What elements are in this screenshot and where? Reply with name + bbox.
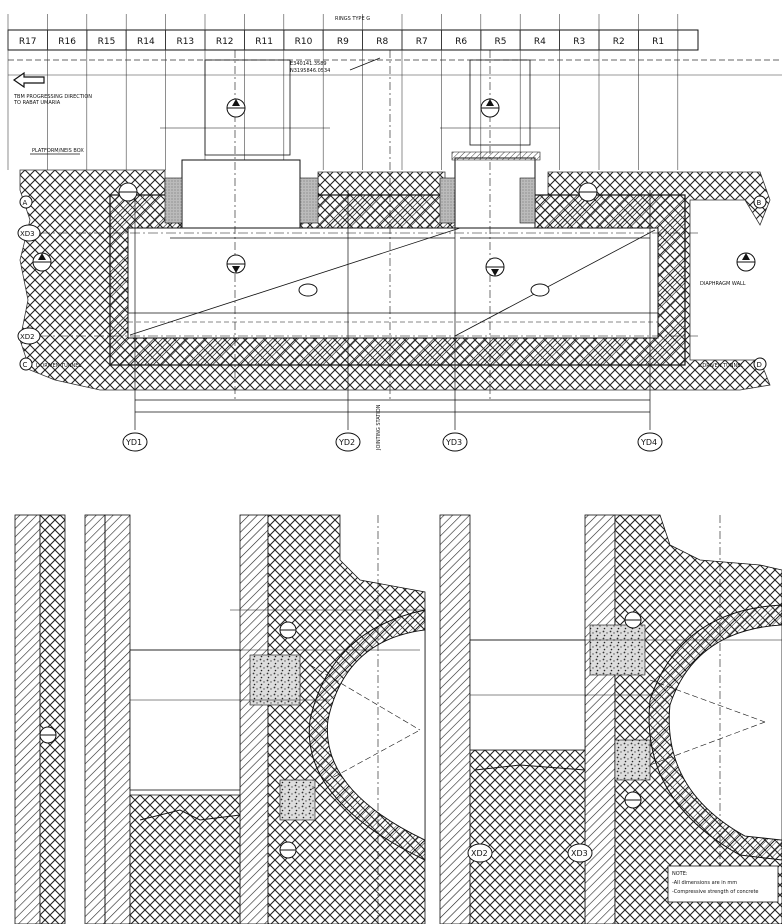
svg-text:XD3: XD3 [20,230,35,238]
ring-label: R10 [295,37,313,47]
detail-views: XD2 XD3 NOTE: -All dimensions are in mm … [14,514,782,924]
svg-text:YD1: YD1 [125,438,142,447]
section-marker-icon [32,252,52,272]
ring-type-label: RINGS TYPE G [335,16,370,22]
ring-header: RINGS TYPE G R17 R16 R15 R14 R13 R12 R11 R10 R9 R… [7,16,699,51]
svg-text:XD3: XD3 [571,849,588,858]
section-marker-icon [480,98,500,118]
grid-bubble-yd3: YD3 [442,432,468,452]
tunnel-tag-left: L.DRIVEN TUNNEL [36,363,81,369]
grid-bubble-b: B [753,195,767,209]
grid-bubble-a: A [19,195,33,209]
ring-label: R14 [137,37,155,47]
tunnel-tag-right: L.DRIVEN TUNNEL [698,363,743,369]
svg-text:A: A [23,199,28,207]
svg-text:C: C [23,361,28,369]
grid-bubble-xd3-detail: XD3 [567,843,593,863]
grid-bubble-xd2: XD2 [17,327,41,345]
ring-label: R9 [337,37,349,47]
note-title: NOTE: [672,871,688,877]
ring-label: R2 [613,37,625,47]
section-marker-icon [226,98,246,118]
platform-tag: PLATFORM/NEIS BOX [32,148,84,154]
grid-bubble-xd2-detail: XD2 [467,843,493,863]
ring-label: R15 [98,37,116,47]
section-marker-icon [736,252,756,272]
plan-view: RINGS TYPE G R17 R16 R15 R14 R13 R12 R11 R10 R9 R… [7,14,782,452]
svg-text:YD3: YD3 [445,438,462,447]
ring-label: R13 [176,37,194,47]
diaphragm-wall-tag: DIAPHRAGM WALL [700,281,746,287]
grid-bubble-yd1: YD1 [122,432,148,452]
svg-text:XD2: XD2 [471,849,488,858]
direction-arrow-icon [12,71,45,89]
ring-label: R7 [416,37,428,47]
svg-text:B: B [757,199,762,207]
grid-bubble-d: D [753,357,767,371]
ring-label: R5 [495,37,507,47]
section-marker-icon [485,257,505,277]
section-marker-icon [118,182,138,202]
ring-label: R8 [376,37,388,47]
ring-label: R11 [255,37,273,47]
svg-text:YD4: YD4 [640,438,657,447]
section-marker-icon [578,182,598,202]
detail-right: XD2 XD3 NOTE: -All dimensions are in mm … [439,514,782,924]
section-marker-icon [226,254,246,274]
svg-text:YD2: YD2 [338,438,355,447]
note-line-2: -Compressive strength of concrete [672,889,759,895]
vertical-note: JOINTING STATION [376,404,382,451]
ring-label: R12 [216,37,234,47]
note-line-1: -All dimensions are in mm [672,880,737,886]
ring-label: R4 [534,37,546,47]
svg-text:D: D [757,361,762,369]
section-marker-icon [39,726,57,744]
ring-label: R1 [652,37,664,47]
grid-bubble-yd4: YD4 [637,432,663,452]
ring-label: R16 [58,37,76,47]
ring-label: R17 [19,37,37,47]
svg-text:XD2: XD2 [20,333,35,341]
grid-bubble-xd3: XD3 [17,224,41,242]
grid-bubble-c: C [19,357,33,371]
coordinate-east: E340141.3589 [290,61,327,67]
ring-label: R3 [573,37,585,47]
direction-note-line1: TBM PROGRESSING DIRECTION [13,94,92,100]
coordinate-north: N3195846.0534 [290,68,330,74]
detail-left [129,514,426,924]
section-marker-icon [279,841,297,859]
direction-note-line2: TO RABAT UMARIA [13,100,61,106]
grid-bubble-yd2: YD2 [335,432,361,452]
notes-box: NOTE: -All dimensions are in mm -Compres… [667,865,779,903]
section-marker-icon [624,611,642,629]
ring-label: R6 [455,37,467,47]
section-marker-icon [624,791,642,809]
section-marker-icon [279,621,297,639]
